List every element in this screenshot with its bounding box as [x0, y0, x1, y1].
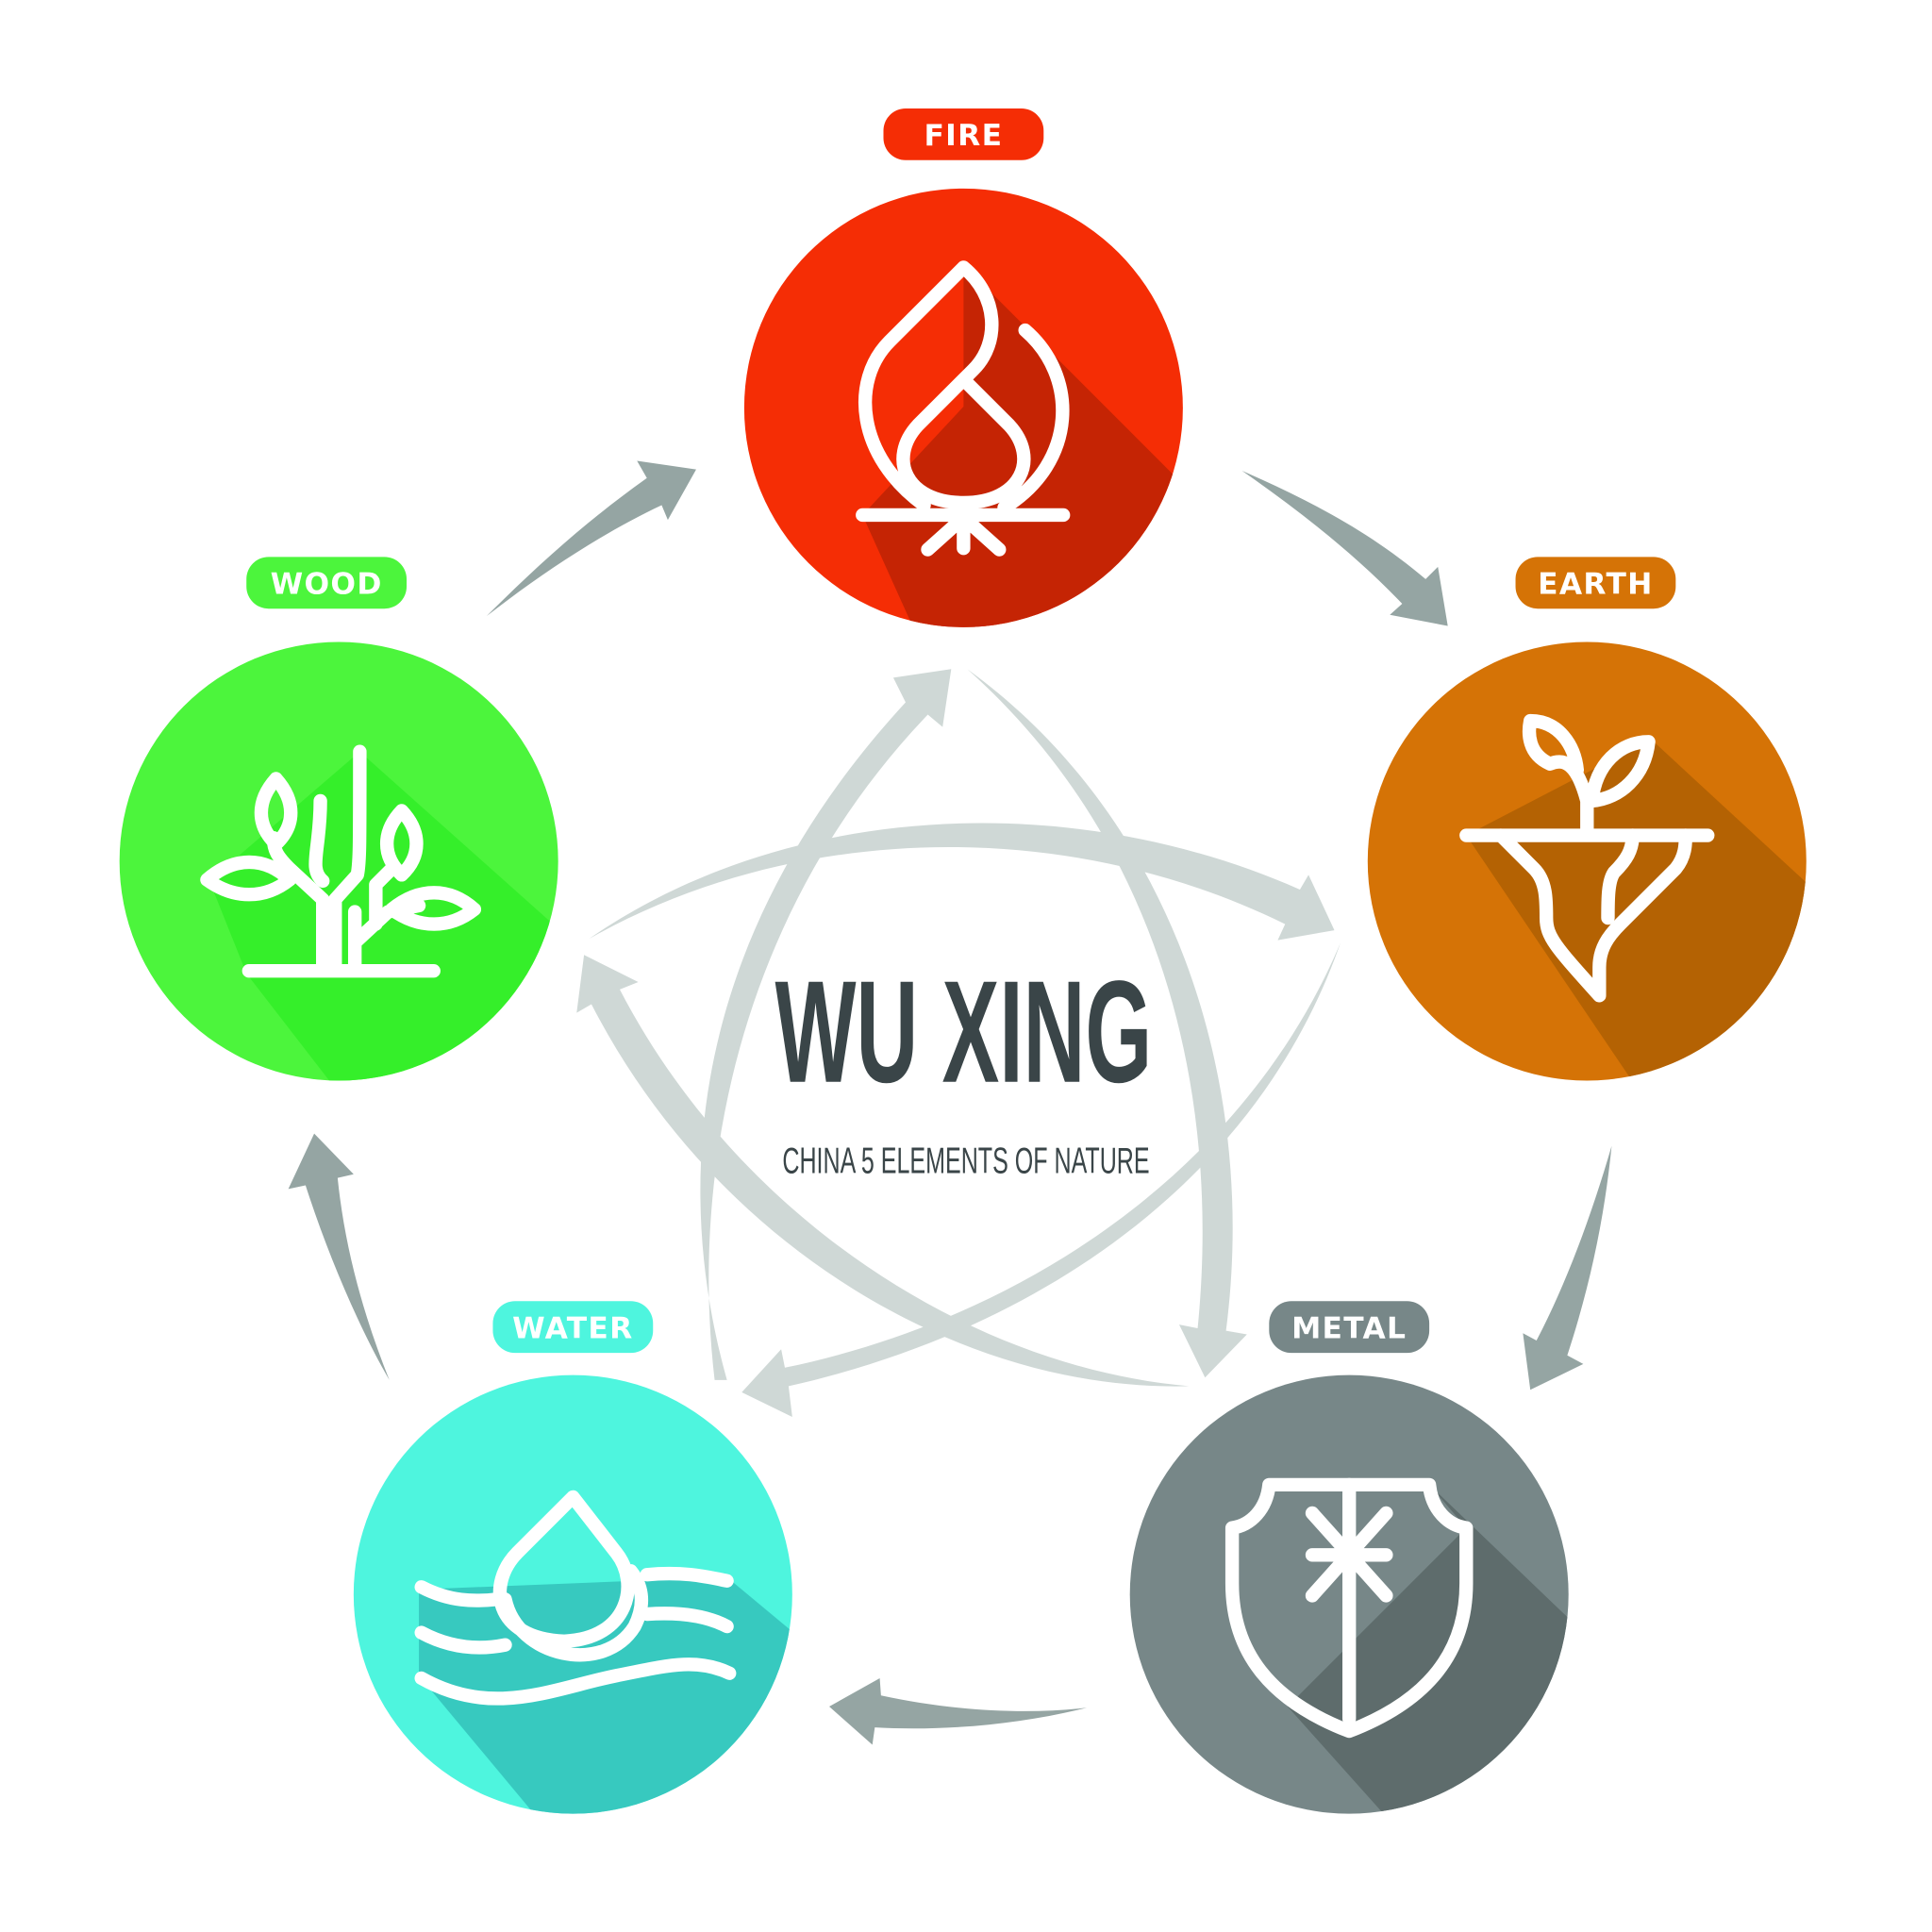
metal-shadow: [1287, 1484, 1569, 1814]
generating-cycle-arrows: [288, 460, 1612, 1745]
arrow-fire-to-earth: [1241, 470, 1448, 626]
element-wood[interactable]: WOOD: [119, 557, 567, 1108]
arrow-wood-to-fire: [486, 460, 696, 617]
water-label-pill: [492, 1301, 654, 1354]
water-label: WATER: [512, 1311, 633, 1345]
arrow-earth-to-water: [741, 942, 1341, 1418]
subtitle: CHINA 5 ELEMENTS OF NATURE: [782, 1141, 1149, 1181]
arrow-earth-to-metal: [1523, 1145, 1612, 1391]
controlling-cycle-arrows: [576, 669, 1341, 1418]
arrow-metal-to-wood: [576, 955, 1190, 1387]
arrow-water-to-wood: [288, 1133, 390, 1380]
water-shadow: [419, 1576, 792, 1814]
element-metal[interactable]: METAL: [1129, 1301, 1577, 1824]
wood-shadow: [209, 751, 558, 1081]
flame-icon: [856, 260, 1071, 557]
element-fire[interactable]: FIRE: [743, 108, 1208, 740]
element-water[interactable]: WATER: [353, 1301, 801, 1824]
wood-label-pill: [246, 557, 408, 609]
water-drop-waves-icon: [414, 1490, 737, 1706]
wood-label: WOOD: [271, 568, 383, 602]
arrow-water-to-fire: [700, 669, 952, 1380]
plant-icon: [200, 744, 482, 978]
fire-label: FIRE: [924, 119, 1003, 153]
earth-label: EARTH: [1538, 568, 1653, 602]
arrow-metal-to-water: [829, 1677, 1087, 1745]
arrow-wood-to-earth: [589, 823, 1335, 941]
sprout-on-ground-icon: [1459, 713, 1715, 1003]
arrow-fire-to-metal: [967, 669, 1247, 1378]
element-earth[interactable]: EARTH: [1367, 557, 1811, 1108]
shield-icon: [1224, 1477, 1474, 1739]
earth-label-pill: [1515, 557, 1676, 609]
main-title: WU XING: [775, 950, 1153, 1113]
fire-label-pill: [883, 108, 1044, 160]
metal-label-pill: [1269, 1301, 1430, 1354]
metal-label: METAL: [1291, 1311, 1407, 1345]
